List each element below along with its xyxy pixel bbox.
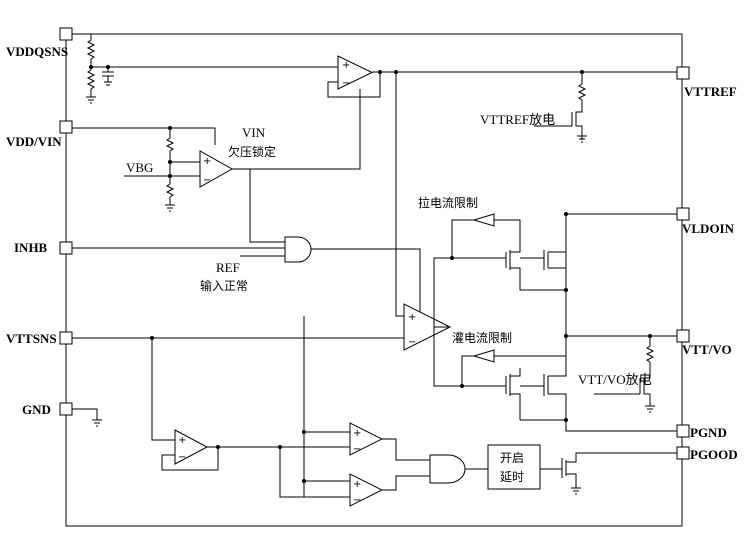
delay-line2: 延时 (500, 470, 524, 484)
pin-vttref (676, 66, 690, 80)
vtt-discharge: VTT/VO放电 (578, 336, 655, 413)
svg-text:−: − (353, 495, 361, 506)
svg-text:+: + (178, 435, 186, 446)
vin-label: VIN (242, 125, 266, 140)
pin-label-vttref: VTTREF (684, 84, 737, 99)
svg-text:−: − (342, 78, 350, 89)
pin-vddqsns (59, 27, 73, 41)
chip-outline (65, 33, 683, 527)
gnd-symbol (72, 408, 102, 427)
vddqsns-divider (72, 33, 338, 104)
pgood-comparators: + − + − (302, 422, 488, 507)
svg-text:+: + (408, 312, 416, 323)
vttref-buffer: + − (327, 55, 677, 98)
pin-gnd (59, 402, 73, 416)
vtt-discharge-label: VTT/VO放电 (578, 372, 652, 387)
pin-label-vdd-vin: VDD/VIN (6, 134, 62, 149)
uvlo-block: + − VIN 欠压锁定 VBG (72, 89, 361, 243)
inhb-and-gate: REF 输入正常 (72, 236, 421, 312)
svg-text:+: + (342, 60, 350, 71)
pin-label-pgnd: PGND (690, 425, 727, 440)
vttref-discharge: VTTREF放电 (480, 72, 587, 143)
input-ok-label: 输入正常 (200, 278, 248, 293)
source-limit-label: 拉电流限制 (418, 195, 478, 210)
svg-text:−: − (408, 337, 416, 348)
delay-line1: 开启 (500, 451, 524, 465)
main-amplifier: + − (72, 72, 506, 497)
svg-text:+: + (353, 428, 361, 439)
svg-text:−: − (178, 452, 186, 463)
pin-vtt-vo (676, 329, 690, 343)
pin-label-vldoin: VLDOIN (682, 221, 735, 236)
pin-inhb (59, 241, 73, 255)
source-limit: 拉电流限制 (418, 195, 677, 292)
pin-vttsns (59, 331, 73, 345)
output-node (564, 290, 677, 350)
pin-label-pgood: PGOOD (690, 447, 738, 462)
svg-text:+: + (353, 479, 361, 490)
pin-vldoin (676, 207, 690, 221)
pin-pgood (676, 446, 690, 460)
svg-text:−: − (353, 444, 361, 455)
pin-pgnd (676, 424, 690, 438)
vbg-label: VBG (126, 160, 153, 175)
pin-label-vtt-vo: VTT/VO (682, 342, 732, 357)
pin-label-gnd: GND (22, 402, 51, 417)
pin-vdd-vin (59, 120, 73, 134)
uvlo-label: 欠压锁定 (228, 144, 276, 159)
pin-label-vddqsns: VDDQSNS (6, 44, 68, 59)
svg-text:+: + (203, 156, 211, 167)
vttref-discharge-label: VTTREF放电 (480, 112, 555, 127)
startup-delay: 开启 延时 (487, 444, 677, 495)
sink-limit-label: 灌电流限制 (452, 331, 512, 345)
sink-limit: 灌电流限制 (452, 331, 677, 432)
pin-label-inhb: INHB (14, 240, 48, 255)
ref-label: REF (216, 260, 240, 275)
svg-text:−: − (203, 175, 211, 186)
vttsns-buffer: + − (151, 338, 350, 498)
pin-label-vttsns: VTTSNS (6, 331, 57, 346)
